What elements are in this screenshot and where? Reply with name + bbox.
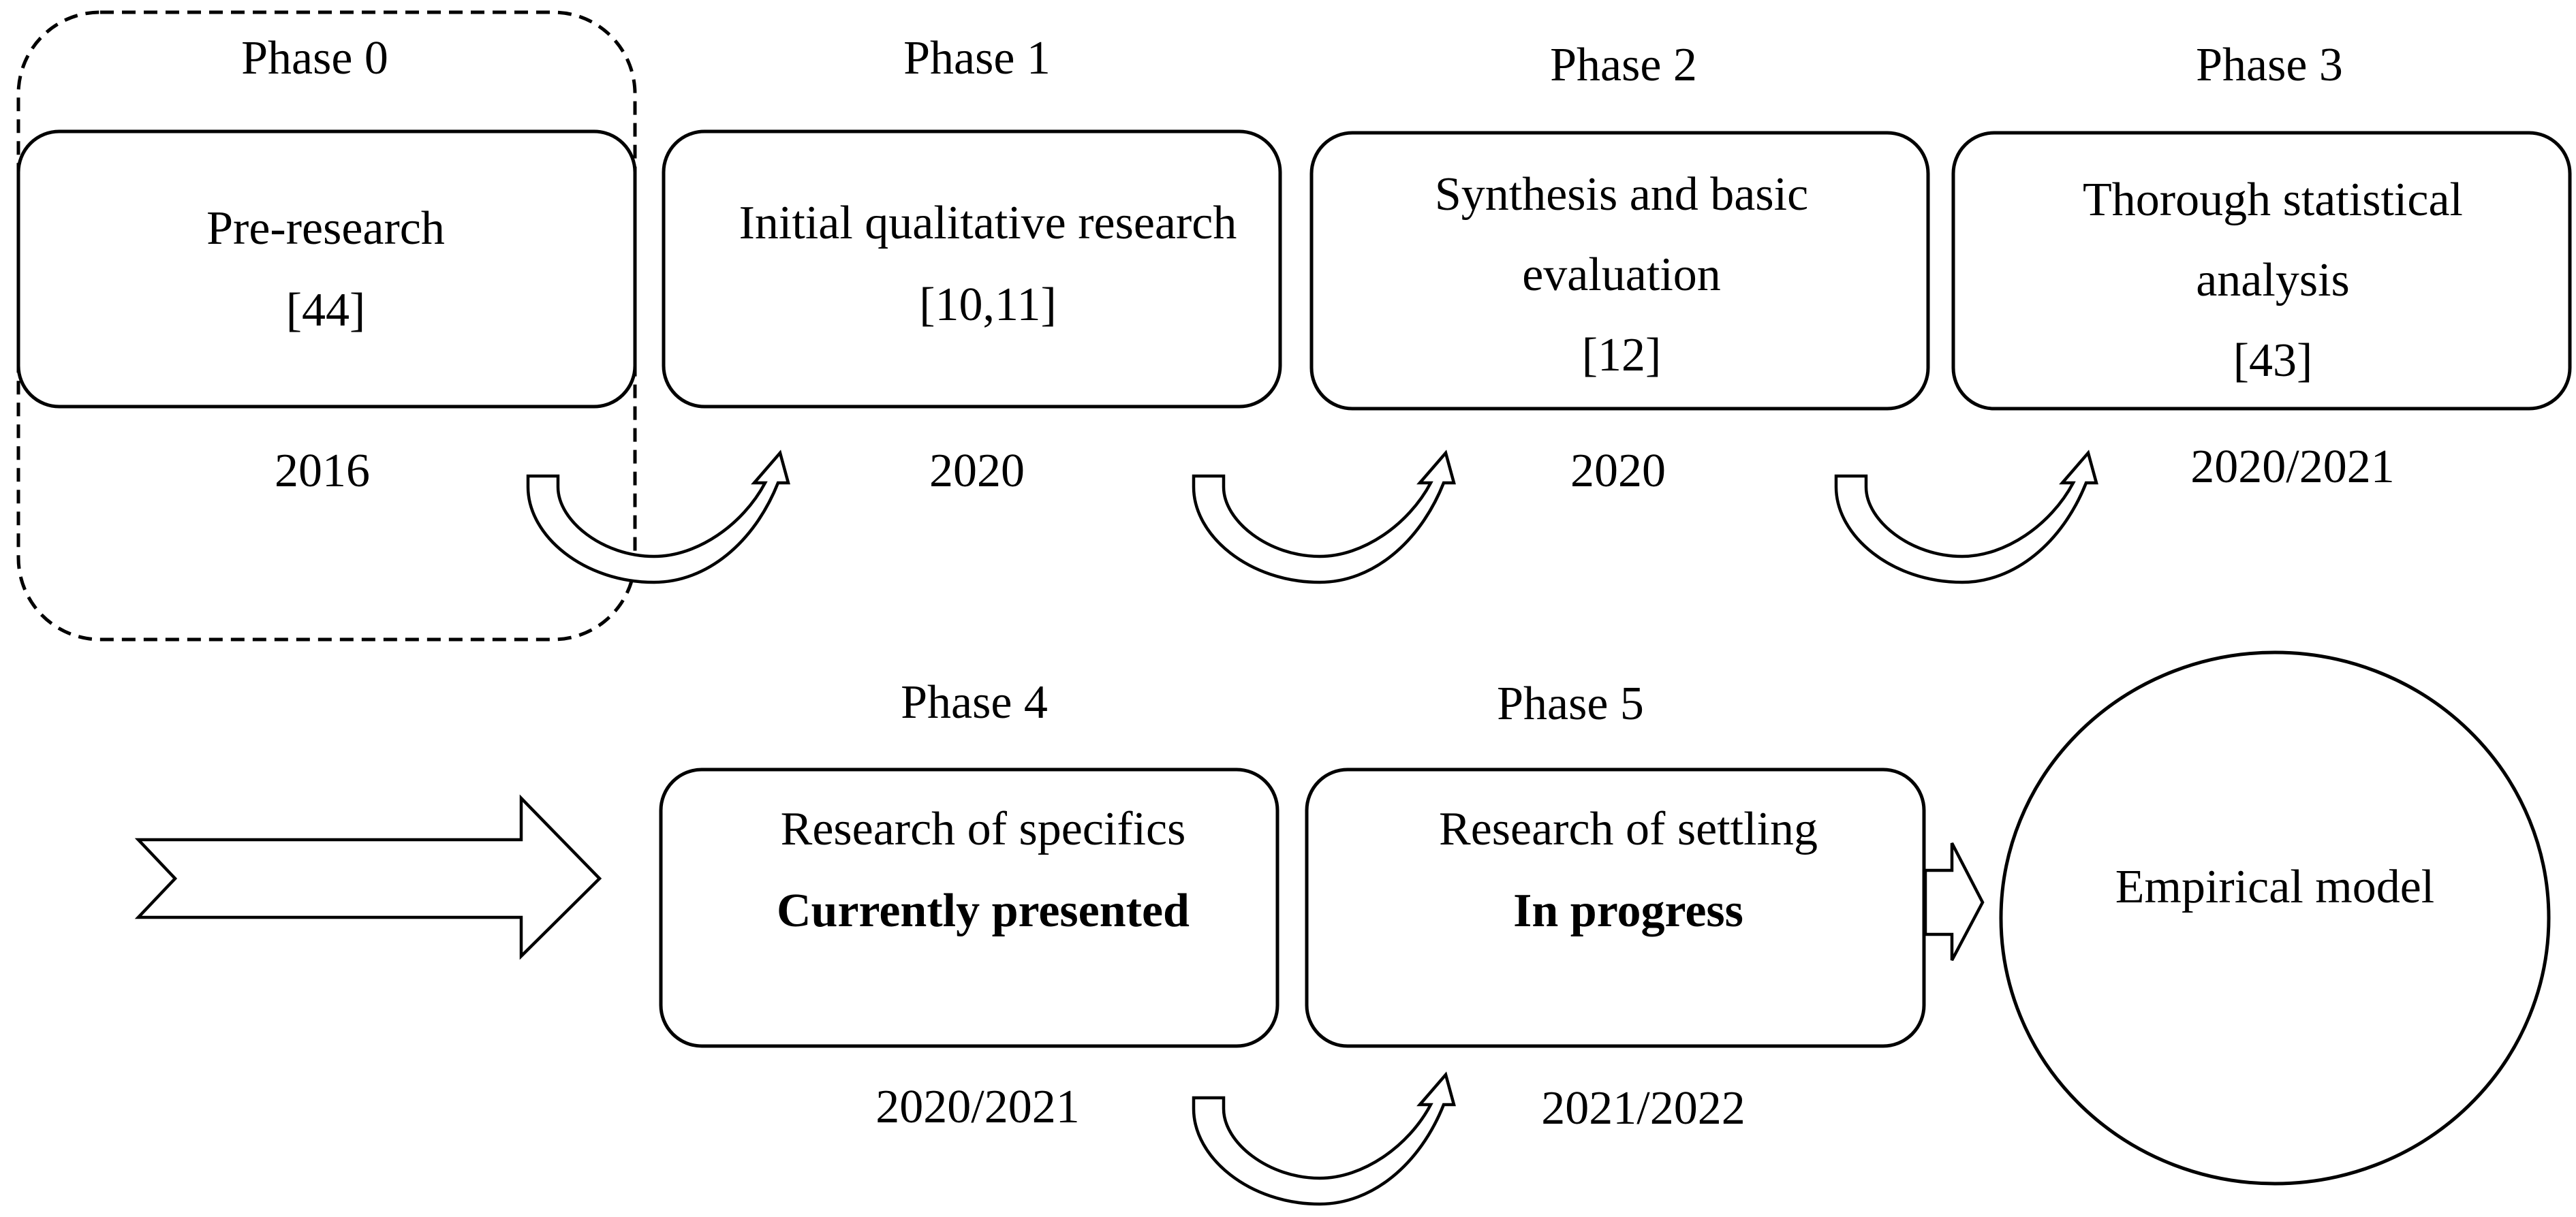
phase-4-status: Currently presented: [777, 885, 1190, 937]
phase-3-line-2: analysis: [2196, 254, 2350, 306]
phase-3-year: 2020/2021: [2190, 441, 2394, 493]
phase-4-block: Phase 4 Research of specifics Currently …: [659, 676, 1279, 1133]
phase-2-line-1: Synthesis and basic: [1435, 168, 1808, 221]
phase-0-title: Phase 0: [241, 32, 388, 84]
phase-3-title: Phase 3: [2196, 39, 2343, 91]
phase-3-line-1: Thorough statistical: [2083, 174, 2463, 226]
outcome-label: Empirical model: [2115, 861, 2434, 913]
phase-3-block: Phase 3 Thorough statistical analysis [4…: [1951, 39, 2572, 493]
outcome-circle: [1999, 650, 2551, 1186]
outcome-block: Empirical model: [1999, 650, 2551, 1186]
phase-5-line-1: Research of settling: [1439, 803, 1818, 855]
u-turn-arrow-1-2: [1192, 449, 1456, 584]
phase-4-year: 2020/2021: [875, 1081, 1079, 1133]
chevron-arrow: [134, 794, 602, 960]
phase-1-year: 2020: [929, 445, 1025, 497]
phase-3-box: [1951, 131, 2572, 411]
phase-5-status: In progress: [1513, 885, 1743, 937]
phase-0-year: 2016: [275, 445, 370, 497]
phase-0-block: Phase 0 Pre-research [44] 2016: [16, 32, 637, 497]
u-turn-arrow-0-1: [526, 449, 790, 584]
phase-5-block: Phase 5 Research of settling In progress…: [1305, 678, 1926, 1135]
phase-2-box: [1309, 131, 1930, 411]
phase-5-title: Phase 5: [1497, 678, 1644, 730]
u-turn-arrow-2-3: [1834, 449, 2098, 584]
phase-1-block: Phase 1 Initial qualitative research [10…: [662, 32, 1282, 497]
phase-1-box: [662, 129, 1282, 409]
phase-1-title: Phase 1: [903, 32, 1051, 84]
phase-3-ref: [43]: [2233, 334, 2313, 387]
phase-0-line-1: Pre-research: [206, 202, 445, 255]
phase-1-line-1: Initial qualitative research: [739, 197, 1237, 249]
phase-2-year: 2020: [1570, 445, 1666, 497]
phase-2-title: Phase 2: [1550, 39, 1697, 91]
phase-0-box: [16, 129, 637, 409]
phase-0-ref: [44]: [286, 284, 366, 336]
phase-5-year: 2021/2022: [1541, 1082, 1745, 1135]
phase-4-title: Phase 4: [901, 676, 1048, 729]
phase-2-block: Phase 2 Synthesis and basic evaluation […: [1309, 39, 1930, 497]
phase-2-ref: [12]: [1582, 329, 1662, 381]
phase-4-box: [659, 768, 1279, 1048]
phase-2-line-2: evaluation: [1522, 249, 1721, 301]
phase-4-line-1: Research of specifics: [781, 803, 1186, 855]
phase-1-ref: [10,11]: [919, 279, 1057, 331]
arrow-to-outcome: [1923, 842, 1985, 962]
u-turn-arrow-4-5: [1192, 1071, 1456, 1206]
